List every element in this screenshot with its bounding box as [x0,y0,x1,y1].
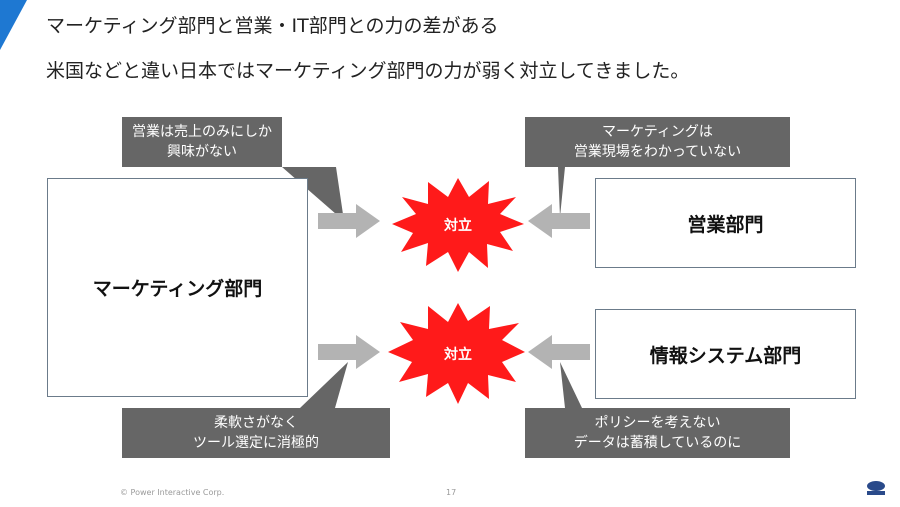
callout-bottom-left-text: 柔軟さがなく ツール選定に消極的 [122,413,390,453]
conflict-burst-top [392,178,524,272]
callout-top-left-text: 営業は売上のみにしか 興味がない [122,122,282,162]
footer-copyright: © Power Interactive Corp. [120,488,225,497]
corner-accent [0,0,27,50]
callout-top-left [122,117,344,221]
callout-line: 興味がない [167,144,237,160]
callout-bottom-left [122,362,390,458]
callout-line: ツール選定に消極的 [193,435,319,451]
sales-department-box: 営業部門 [595,178,856,268]
arrow-right-bottom [528,335,590,369]
marketing-department-label: マーケティング部門 [92,278,263,300]
conflict-label-top: 対立 [444,218,472,234]
callout-bottom-right-text: ポリシーを考えない データは蓄積しているのに [525,413,790,453]
it-department-box: 情報システム部門 [595,309,856,399]
arrow-left-bottom [318,335,380,369]
footer-page-number: 17 [446,488,457,497]
callout-line: データは蓄積しているのに [573,435,742,451]
arrow-right-top [528,204,590,238]
callout-line: 営業は売上のみにしか [132,124,272,140]
callout-bottom-right [525,362,790,458]
it-department-label: 情報システム部門 [649,344,802,367]
sales-department-label: 営業部門 [687,213,764,236]
arrow-left-top [318,204,380,238]
power-interactive-logo-icon [867,481,885,495]
marketing-department-box: マーケティング部門 [47,178,308,397]
slide-subtitle: 米国などと違い日本ではマーケティング部門の力が弱く対立してきました。 [46,60,690,82]
callout-line: 営業現場をわかっていない [573,144,742,160]
callout-line: 柔軟さがなく [214,415,298,431]
callout-top-right [525,117,790,217]
slide-title: マーケティング部門と営業・IT部門との力の差がある [46,15,499,37]
callout-top-right-text: マーケティングは 営業現場をわかっていない [525,122,790,162]
callout-line: ポリシーを考えない [594,415,721,431]
conflict-burst-bottom [388,303,525,404]
conflict-label-bottom: 対立 [444,347,472,363]
callout-line: マーケティングは [602,124,713,140]
